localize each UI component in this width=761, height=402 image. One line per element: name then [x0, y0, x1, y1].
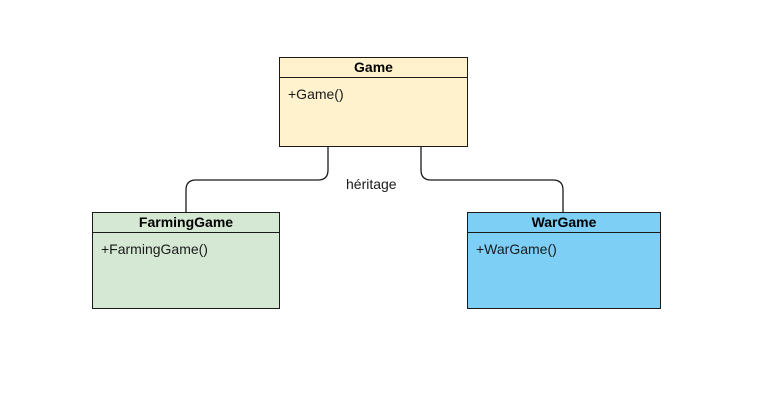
class-game[interactable]: Game +Game() — [279, 57, 468, 147]
connector-game-to-wargame[interactable] — [420, 147, 564, 212]
class-farminggame[interactable]: FarmingGame +FarmingGame() — [92, 212, 280, 309]
class-farminggame-name: FarmingGame — [93, 213, 279, 233]
class-wargame-constructor: +WarGame() — [476, 241, 557, 257]
class-farminggame-constructor: +FarmingGame() — [101, 241, 208, 257]
class-game-constructor: +Game() — [288, 86, 344, 102]
class-game-name: Game — [280, 58, 467, 78]
connector-game-to-farminggame[interactable] — [185, 147, 329, 212]
class-wargame[interactable]: WarGame +WarGame() — [467, 212, 661, 309]
relationship-label: héritage — [346, 176, 397, 192]
class-wargame-name: WarGame — [468, 213, 660, 233]
